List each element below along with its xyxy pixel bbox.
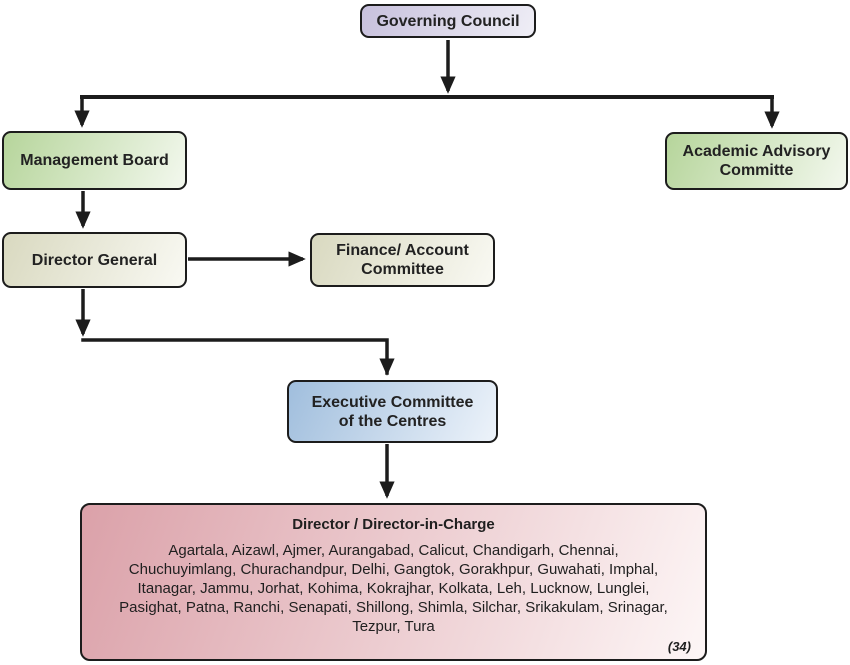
node-governing-council-label: Governing Council: [376, 12, 520, 30]
node-finance-committee-line2: Committee: [361, 261, 444, 278]
centre-list-line: Tezpur, Tura: [352, 618, 435, 635]
node-academic-advisory-committee: Academic Advisory Committe: [665, 132, 848, 190]
centre-list-line: Agartala, Aizawl, Ajmer, Aurangabad, Cal…: [168, 542, 619, 559]
node-management-board-label: Management Board: [20, 152, 169, 169]
centre-list-line: Pasighat, Patna, Ranchi, Senapati, Shill…: [119, 599, 668, 616]
node-director-in-charge: Director / Director-in-Charge Agartala, …: [80, 503, 707, 661]
node-director-general: Director General: [2, 232, 187, 288]
node-academic-advisory-line2: Committe: [719, 162, 794, 179]
node-governing-council: Governing Council: [360, 4, 536, 38]
node-management-board: Management Board: [2, 131, 187, 190]
connector-elbow-to-executive: [81, 338, 395, 376]
node-academic-advisory-line1: Academic Advisory: [682, 143, 831, 160]
centre-list-line: Itanagar, Jammu, Jorhat, Kohima, Kokrajh…: [137, 580, 650, 597]
node-executive-committee-line2: of the Centres: [338, 412, 447, 430]
centre-count-badge: (34): [667, 639, 691, 654]
node-executive-committee: Executive Committee of the Centres: [287, 380, 498, 443]
node-finance-committee-line1: Finance/ Account: [336, 242, 469, 259]
node-executive-committee-line1: Executive Committee: [311, 393, 474, 411]
node-finance-account-committee: Finance/ Account Committee: [310, 233, 495, 287]
centre-list-line: Chuchuyimlang, Churachandpur, Delhi, Gan…: [128, 561, 659, 578]
director-in-charge-title: Director / Director-in-Charge: [292, 516, 495, 533]
node-director-general-label: Director General: [31, 251, 158, 269]
